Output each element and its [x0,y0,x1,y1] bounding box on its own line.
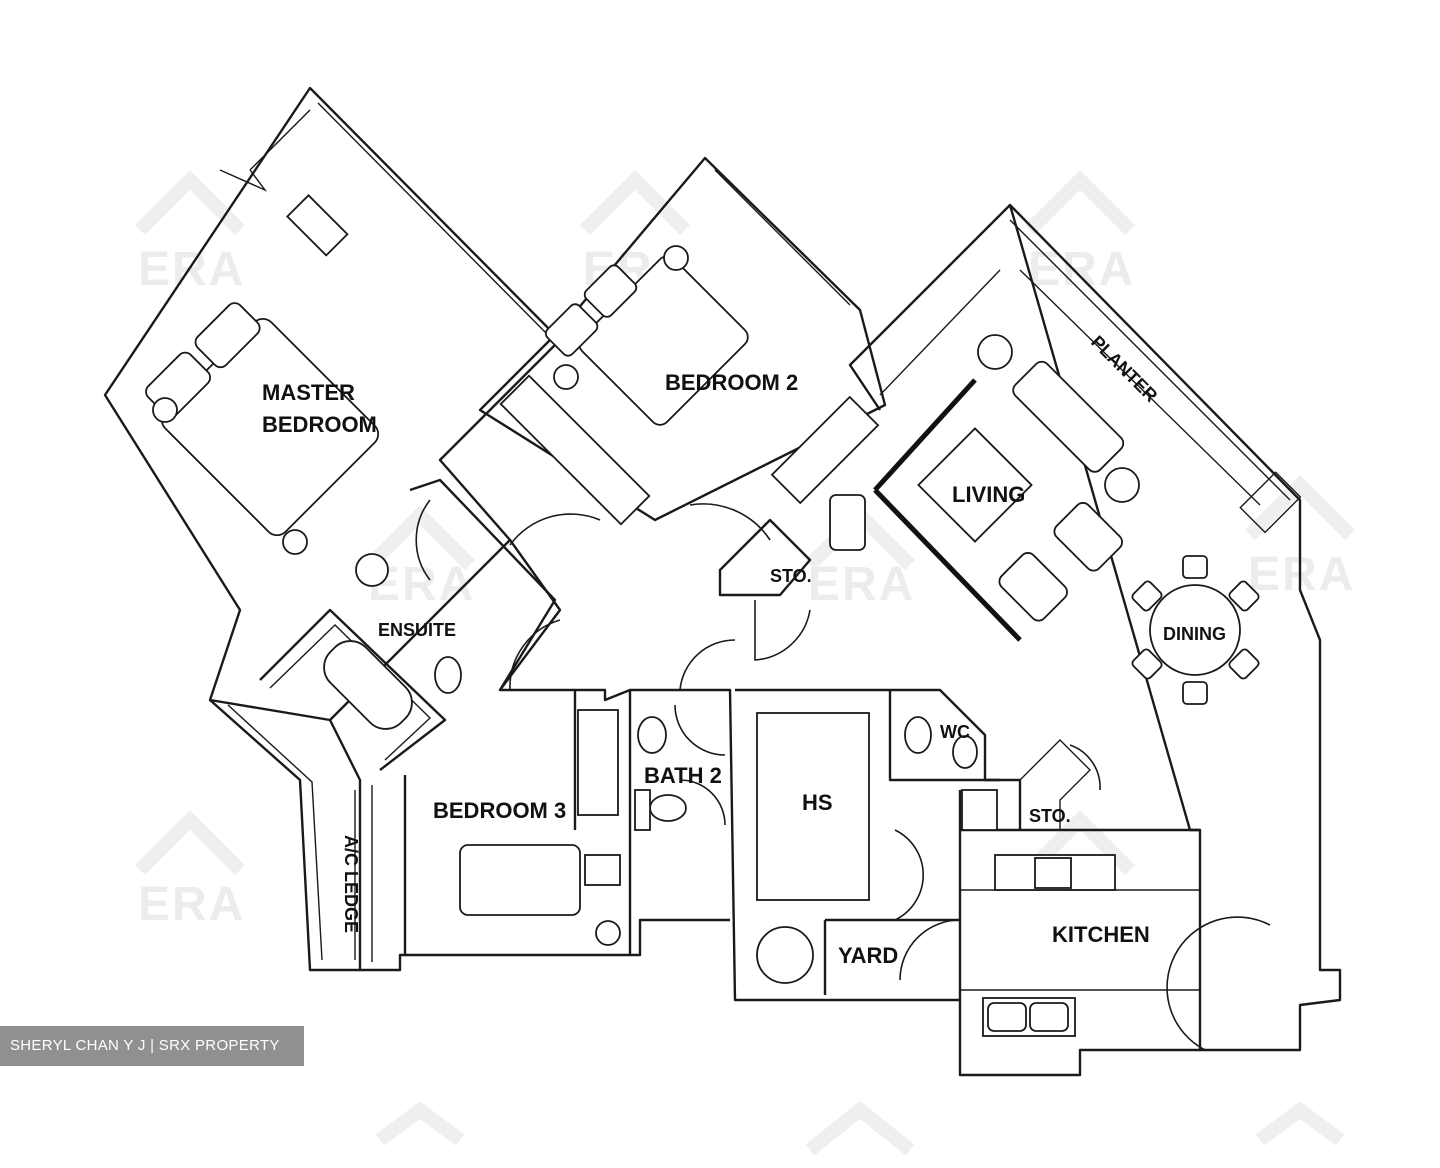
sink-bowl [1029,1002,1069,1032]
label-bedroom-3: BEDROOM 3 [433,798,566,823]
door-swing [689,503,771,541]
basin [355,553,389,587]
bedside-lamp-icon [553,364,579,390]
label-ac-ledge: A/C LEDGE [341,835,361,933]
fridge [961,789,998,831]
interior-walls [259,378,1200,1000]
watermark-text: ERA [138,243,245,296]
bedside-table [584,854,621,886]
living-window [1009,219,1291,501]
label-store-1: STO. [770,566,812,586]
bedroom-2-balcony-rail [714,169,851,306]
label-bath-2: BATH 2 [644,763,722,788]
coffee-table [917,427,1033,543]
planter-end [1239,471,1302,534]
toilet [649,794,687,822]
label-dining: DINING [1163,624,1226,644]
door-swing [754,600,811,661]
door-swing [679,779,726,826]
watermark-logo [1255,1101,1345,1146]
door-swing [1166,916,1271,1051]
basin [637,716,667,754]
label-yard: YARD [838,943,898,968]
door-swing [674,704,726,756]
watermark-text: ERA [138,878,245,931]
label-master-bedroom-line1: MASTER [262,380,355,405]
watermark-logo [1025,810,1135,875]
label-store-2: STO. [1029,806,1071,826]
bedroom-2-bed [544,255,749,426]
watermark-text: ERA [808,558,915,611]
door-swing [509,513,601,546]
toilet [904,716,932,754]
bedside-lamp-icon [282,529,308,555]
armchair [998,552,1068,622]
wardrobe [499,374,651,526]
watermark-logo: ERA [135,170,245,296]
door-swing [894,829,925,921]
door-swing [679,639,736,691]
furniture [145,194,1260,1037]
sink-bowl [987,1002,1027,1032]
dining-chair [1131,580,1163,612]
bedside-lamp-icon [152,397,178,423]
master-balcony-rail [317,102,549,336]
dining-chair [1182,681,1208,705]
toilet [434,656,462,694]
door-swing [415,499,431,581]
hob [1034,857,1072,889]
watermark-logo: ERA [135,810,245,931]
label-planter: PLANTER [1087,332,1161,406]
ac-ledge-walls [209,699,360,972]
label-hs: HS [802,790,833,815]
cistern [634,789,651,831]
wardrobe [577,709,619,816]
watermark-logo [375,1101,465,1146]
dining-chair [1228,580,1260,612]
side-table-lamp-icon [1104,467,1140,503]
dining-chair [1131,648,1163,680]
bedroom-3-bed [459,844,581,916]
watermark-logo: ERA [1025,170,1135,296]
master-bed [145,302,380,537]
label-wc: WC [940,722,970,742]
bedside-lamp-icon [595,920,621,946]
armchair [1053,502,1123,572]
sofa [1012,360,1125,473]
household-shelter [756,712,870,901]
tv-unit [286,194,349,257]
washing-machine [756,926,814,984]
label-master-bedroom-line2: BEDROOM [262,412,377,437]
wardrobe [770,395,880,505]
bedroom-3-walls [328,719,730,972]
bedside-lamp-icon [663,245,689,271]
label-ensuite: ENSUITE [378,620,456,640]
door-swing [899,919,961,981]
dining-chair [1182,555,1208,579]
label-living: LIVING [952,482,1025,507]
label-kitchen: KITCHEN [1052,922,1150,947]
watermark-logo [805,1101,915,1156]
living-feature-wall [873,378,977,492]
credit-badge: SHERYL CHAN Y J | SRX PROPERTY [0,1026,304,1066]
door-swing [509,619,561,691]
label-bedroom-2: BEDROOM 2 [665,370,798,395]
bathtub [323,640,413,730]
living-window [1019,269,1261,506]
side-table-lamp-icon [977,334,1013,370]
dining-table [1149,584,1241,676]
dining-chair [1228,648,1260,680]
door-swing [1069,744,1101,791]
watermark-text: ERA [1028,243,1135,296]
outer-walls [103,86,1342,1077]
door-swings [415,499,1271,1051]
tv-console [829,494,866,551]
watermark-logo: ERA [1245,475,1355,601]
master-balcony-rail [249,109,311,171]
basin [952,735,978,769]
